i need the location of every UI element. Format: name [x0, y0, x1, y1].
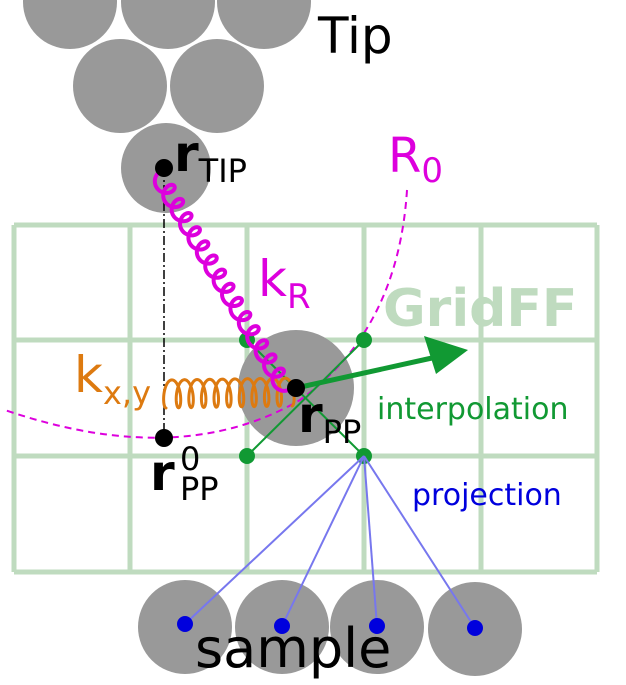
sample-atom-center — [274, 618, 290, 634]
force-arrow-shaft — [295, 355, 433, 391]
r-pp-label: rPP — [298, 386, 361, 451]
tip-atoms — [23, 0, 311, 213]
r-pp0-sup: 0 — [180, 440, 200, 478]
tip-point — [155, 159, 173, 177]
r-tip-label: rTIP — [174, 125, 247, 190]
probe-particle-point — [287, 379, 305, 397]
gridff-label: GridFF — [383, 279, 577, 339]
equilibrium-point — [155, 429, 173, 447]
kr-spring — [152, 168, 295, 393]
kxy-label: kx,y — [74, 346, 151, 412]
kxy-spring — [162, 376, 296, 410]
sample-atom-center — [467, 620, 483, 636]
gridff-grid — [11, 222, 600, 575]
grid-node — [356, 332, 372, 348]
r0-arc — [4, 189, 408, 439]
projection-lines — [184, 455, 476, 629]
r0-label: R0 — [388, 128, 443, 191]
force-arrow-head — [424, 336, 468, 374]
projection-label: projection — [412, 478, 562, 513]
r-pp0-label: r — [150, 444, 175, 502]
grid-node — [239, 448, 255, 464]
interpolation-label: interpolation — [377, 392, 568, 427]
tip-atom — [23, 0, 117, 49]
projection-atom-centers — [177, 616, 483, 636]
tip-label: Tip — [317, 7, 393, 65]
kr-label: kR — [258, 250, 311, 317]
tip-atom — [73, 39, 167, 133]
r-pp0-sub: PP — [180, 470, 219, 508]
sample-atom-center — [369, 618, 385, 634]
tip-atom — [170, 39, 264, 133]
tip-atom — [121, 0, 215, 49]
sample-atom-center — [177, 616, 193, 632]
tip-atom — [217, 0, 311, 49]
sample-label: sample — [195, 617, 391, 680]
